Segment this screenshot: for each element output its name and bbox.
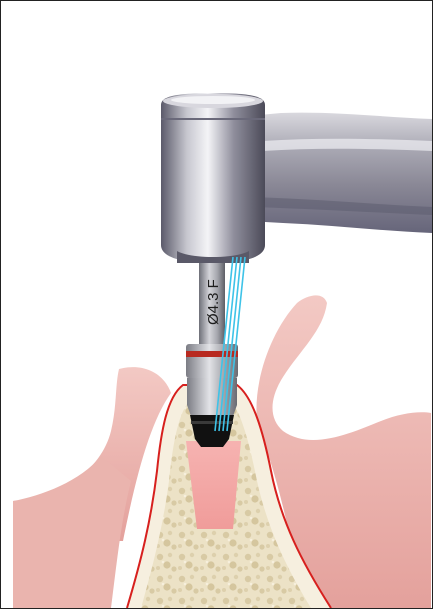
handpiece bbox=[161, 93, 432, 263]
drill-marking-label: Ø4.3 F bbox=[205, 279, 222, 325]
